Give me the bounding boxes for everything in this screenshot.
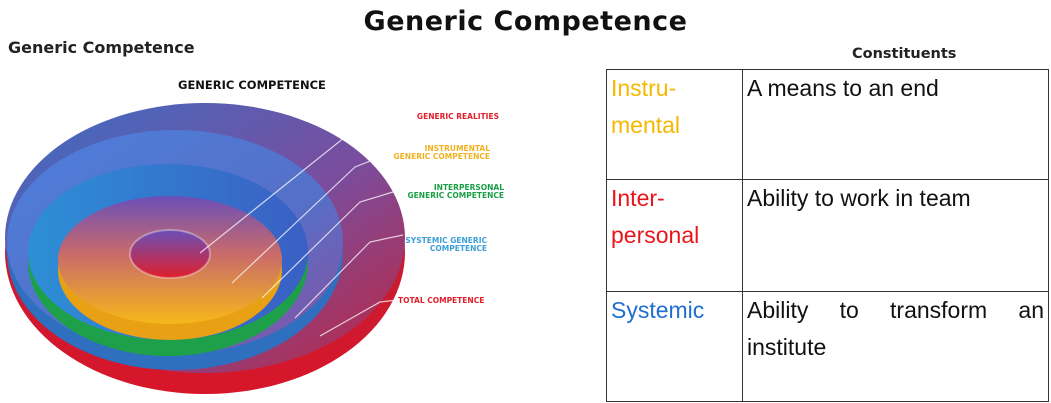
leader-lines	[199, 117, 404, 337]
label-instrumental: INSTRUMENTAL GENERIC COMPETENCE	[393, 144, 490, 161]
diagram-heading: Generic Competence	[8, 38, 195, 57]
term-cell: Systemic	[606, 291, 743, 402]
term-line: mental	[611, 112, 681, 138]
page-title: Generic Competence	[363, 6, 688, 37]
table-row: Inter- personal Ability to work in team	[606, 179, 1049, 292]
constituents-table: Instru- mental A means to an end Inter- …	[606, 69, 1049, 402]
label-systemic: SYSTEMIC GENERIC COMPETENCE	[405, 236, 487, 253]
term-cell: Inter- personal	[606, 179, 743, 292]
concentric-competence-diagram	[5, 103, 405, 394]
term-line: Instru-	[611, 75, 677, 101]
description-cell: A means to an end	[742, 69, 1049, 180]
label-interpersonal: INTERPERSONAL GENERIC COMPETENCE	[407, 183, 504, 200]
description-cell: Ability to work in team	[742, 179, 1049, 292]
term-cell: Instru- mental	[606, 69, 743, 180]
term-line: Inter-	[611, 185, 665, 211]
term-line: personal	[611, 222, 700, 248]
label-total-competence: TOTAL COMPETENCE	[398, 296, 485, 305]
description-cell: Ability to transform an institute	[742, 291, 1049, 402]
table-heading: Constituents	[852, 46, 957, 62]
label-generic-realities: GENERIC REALITIES	[416, 112, 499, 121]
term-line: Systemic	[611, 297, 705, 323]
table-row: Systemic Ability to transform an institu…	[606, 291, 1049, 402]
table-row: Instru- mental A means to an end	[606, 69, 1049, 180]
diagram-caption: GENERIC COMPETENCE	[178, 78, 326, 92]
ring-generic-realities	[129, 229, 211, 279]
